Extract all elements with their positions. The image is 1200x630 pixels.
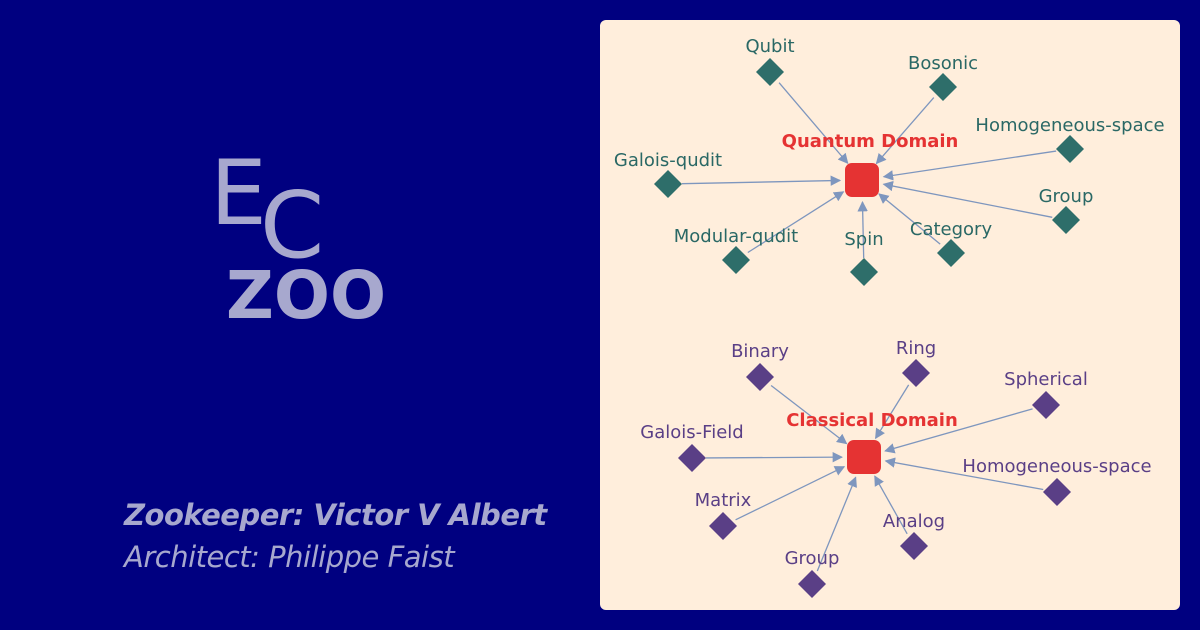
logo-e: E: [210, 141, 267, 246]
classical-edge-7: [735, 466, 846, 521]
classical-node-galois-field[interactable]: [678, 444, 706, 472]
classical-node-label: Matrix: [695, 490, 752, 511]
quantum-node-label: Galois-qudit: [614, 150, 722, 171]
quantum-node-spin[interactable]: [850, 258, 878, 286]
quantum-edge-7: [747, 191, 845, 254]
domain-graph: QubitBosonicHomogeneous-spaceGalois-qudi…: [614, 36, 1165, 598]
quantum-node-label: Category: [910, 219, 993, 240]
quantum-edge-1: [875, 97, 935, 165]
quantum-node-label: Qubit: [745, 36, 794, 57]
eczoo-logo: E C ZOO: [210, 141, 386, 334]
quantum-node-group[interactable]: [1052, 206, 1080, 234]
classical-edge-5: [874, 475, 908, 535]
classical-node-label: Homogeneous-space: [962, 456, 1151, 477]
quantum-node-modular-qudit[interactable]: [722, 246, 750, 274]
classical-node-label: Group: [785, 548, 840, 569]
credits: Zookeeper: Victor V Albert Architect: Ph…: [124, 494, 547, 578]
quantum-node-label: Homogeneous-space: [975, 115, 1164, 136]
quantum-node-label: Modular-qudit: [674, 226, 798, 247]
quantum-edge-2: [882, 150, 1057, 181]
classical-node-binary[interactable]: [746, 363, 774, 391]
quantum-edge-6: [857, 200, 868, 259]
classical-edge-2: [884, 408, 1033, 454]
quantum-node-homogeneous-space[interactable]: [1056, 135, 1084, 163]
architect-credit: Architect: Philippe Faist: [124, 540, 455, 574]
classical-edge-3: [705, 451, 844, 463]
quantum-edge-4: [882, 180, 1053, 218]
classical-node-group[interactable]: [798, 570, 826, 598]
quantum-node-label: Group: [1039, 186, 1094, 207]
classical-node-label: Binary: [731, 341, 789, 362]
logo-zoo: ZOO: [226, 257, 386, 334]
quantum-edge-5: [878, 193, 941, 245]
classical-node-ring[interactable]: [902, 359, 930, 387]
classical-edge-0: [770, 385, 848, 445]
quantum-node-category[interactable]: [937, 239, 965, 267]
quantum-node-galois-qudit[interactable]: [654, 170, 682, 198]
classical-node-homogeneous-space[interactable]: [1043, 478, 1071, 506]
classical-node-label: Analog: [883, 511, 945, 532]
classical-node-spherical[interactable]: [1032, 391, 1060, 419]
classical-node-label: Galois-Field: [640, 422, 743, 443]
quantum-node-label: Bosonic: [908, 53, 978, 74]
logo-c: C: [260, 172, 324, 279]
classical-node-analog[interactable]: [900, 532, 928, 560]
classical-node-matrix[interactable]: [709, 512, 737, 540]
classical-node-label: Ring: [896, 338, 936, 359]
classical-edge-1: [875, 384, 910, 440]
quantum-domain-hub[interactable]: [845, 163, 879, 197]
classical-edge-6: [816, 476, 857, 572]
quantum-edge-3: [681, 175, 842, 186]
quantum-node-label: Spin: [844, 229, 883, 250]
quantum-node-bosonic[interactable]: [929, 73, 957, 101]
zookeeper-credit: Zookeeper: Victor V Albert: [124, 498, 547, 532]
classical-edge-4: [884, 457, 1044, 491]
quantum-domain-label: Quantum Domain: [782, 131, 959, 152]
quantum-node-qubit[interactable]: [756, 58, 784, 86]
classical-domain-hub[interactable]: [847, 440, 881, 474]
classical-node-label: Spherical: [1004, 369, 1088, 390]
classical-domain-label: Classical Domain: [786, 410, 958, 431]
quantum-edge-0: [778, 82, 849, 165]
